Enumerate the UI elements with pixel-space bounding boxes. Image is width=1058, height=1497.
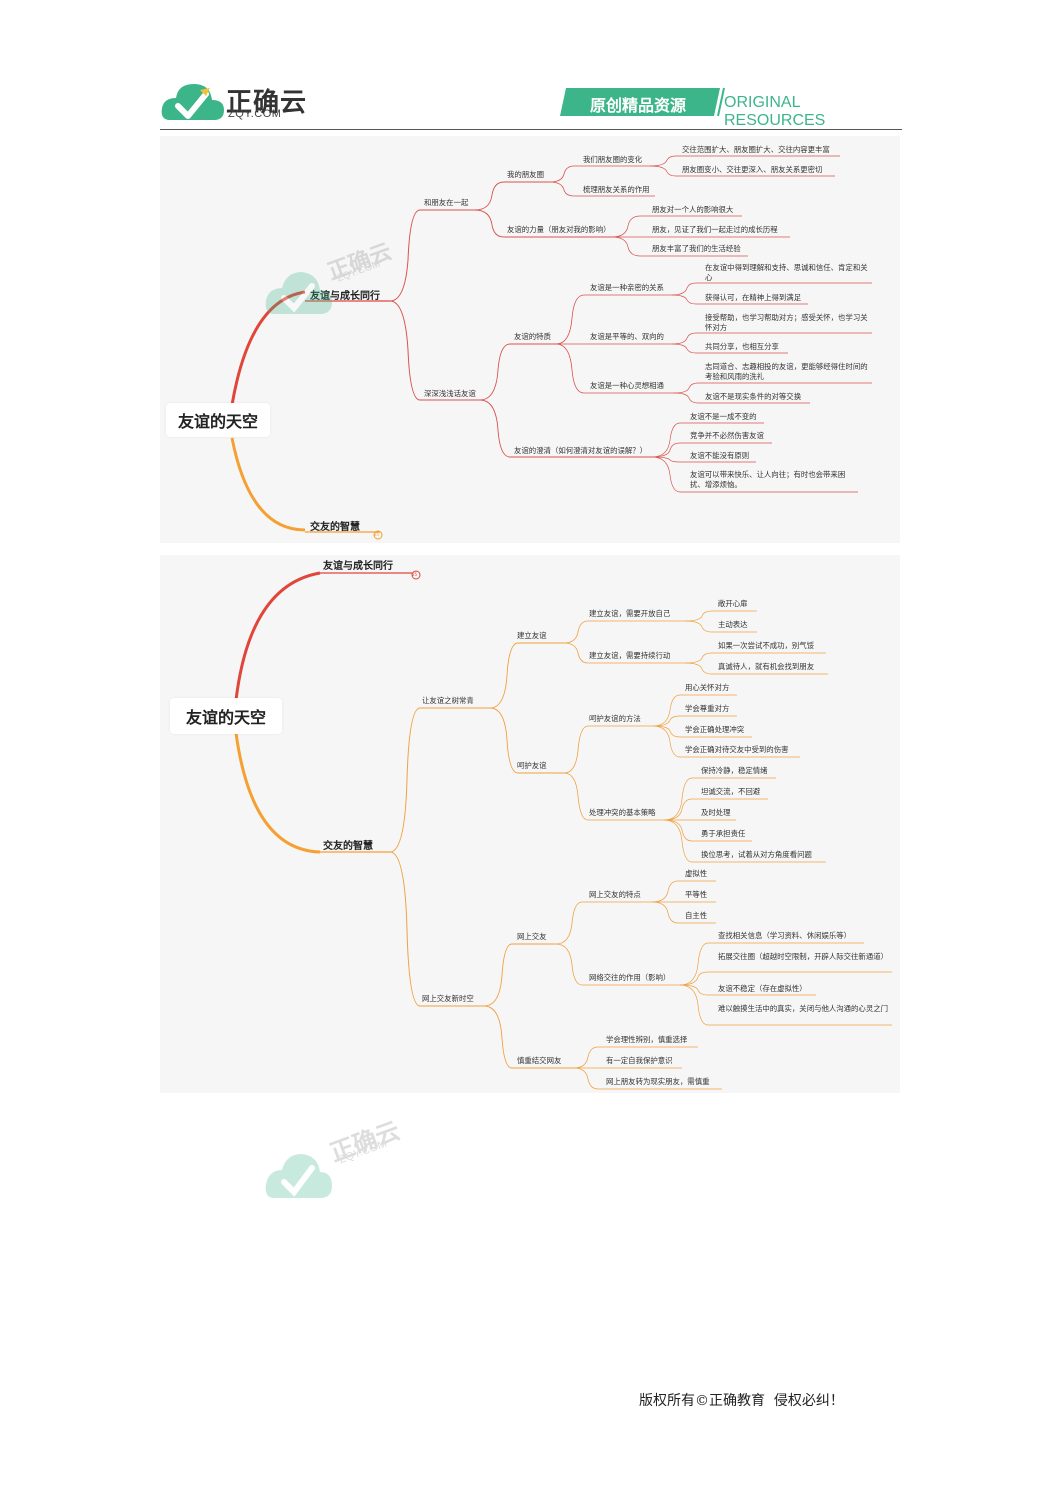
mindmap-node: 我的朋友圈: [507, 170, 544, 179]
logo-subtitle: ZQY.COM: [228, 108, 282, 120]
mindmap-node: 我们朋友圈的变化: [583, 155, 643, 164]
mindmap-node: 在友谊中得到理解和支持、思诚和信任、肯定和关心: [705, 263, 868, 282]
mindmap-node: 学会正确处理冲突: [685, 725, 745, 734]
mindmap-node: 友谊可以带来快乐、让人向往；有时也会带来困扰、增添烦恼。: [690, 470, 846, 489]
mindmap-node: 友谊不能没有原则: [690, 451, 750, 460]
root-node: 友谊的天空: [166, 403, 270, 437]
mindmap-node: 友谊的澄清（如何澄清对友谊的误解？）: [514, 446, 648, 455]
mindmap-node: 友谊不是一成不变的: [690, 412, 757, 421]
mindmap-node: 建立友谊，需要持续行动: [589, 651, 671, 660]
mindmap-node: 保持冷静，稳定情绪: [701, 766, 768, 775]
banner-title: 原创精品资源: [590, 96, 687, 115]
header-divider: [160, 129, 902, 130]
mindmap-node: 获得认可，在精神上得到满足: [705, 293, 802, 302]
mindmap-node: 朋友，见证了我们一起走过的成长历程: [652, 225, 778, 234]
mindmap-node: 友谊的力量（朋友对我的影响）: [507, 225, 611, 234]
watermark: 正确云 ZQY.COM: [264, 1110, 424, 1210]
mindmap-node: 用心关怀对方: [685, 683, 730, 692]
mindmap-node: 自主性: [685, 911, 708, 920]
mindmap-node: 学会尊重对方: [685, 704, 730, 713]
mindmap-node: 平等性: [685, 890, 708, 899]
collapsed-count-badge[interactable]: 25: [412, 572, 418, 577]
branch-node: 交友的智慧: [323, 841, 373, 852]
mindmap-node: 查找相关信息（学习资料、休闲娱乐等）: [718, 931, 852, 940]
mindmap-node: 坦诚交流，不回避: [701, 787, 761, 796]
mindmap-node: 建立友谊，需要开放自己: [589, 609, 671, 618]
mindmap-node: 呵护友谊的方法: [589, 714, 641, 723]
mindmap-node: 友谊是一种心灵想相通: [590, 381, 664, 390]
mindmap-node: 友谊不是现实条件的对等交换: [705, 392, 802, 401]
mindmap-node: 网上朋友转为现实朋友，需慎重: [606, 1077, 710, 1086]
logo-text: 正确云: [226, 88, 308, 118]
mindmap-node: 网上交友新时空: [422, 994, 474, 1003]
watermark-text: 正确云: [326, 1116, 404, 1168]
mindmap-node: 友谊是平等的、双向的: [590, 332, 664, 341]
mindmap-node: 友谊的特质: [514, 332, 551, 341]
mindmap-node: 接受帮助，也学习帮助对方；感受关怀，也学习关怀对方: [705, 313, 868, 332]
watermark-cloud-icon: [265, 1154, 332, 1198]
mindmap-node: 朋友丰富了我们的生活经验: [652, 244, 741, 253]
mindmap-node: 友谊不稳定（存在虚拟性）: [718, 984, 807, 993]
mindmap-node: 及时处理: [701, 808, 731, 817]
branch-node: 交友的智慧: [310, 522, 360, 533]
mindmap-node: 虚拟性: [685, 869, 708, 878]
mindmap-node: 主动表达: [718, 620, 748, 629]
collapsed-count-badge[interactable]: 25: [374, 532, 380, 537]
copyright-footer: 版权所有©正确教育 侵权必纠！: [639, 1393, 844, 1409]
watermark: 正确云 ZQY.COM: [264, 236, 424, 326]
mindmap-node: 共同分享，也相互分享: [705, 342, 779, 351]
mindmap-node: 有一定自我保护意识: [606, 1056, 673, 1065]
mindmap-node: 勇于承担责任: [701, 829, 746, 838]
header: 正确云 ZQY.COM 原创精品资源 ORIGINAL RESOURCES: [160, 76, 902, 130]
watermark-cloud-icon: [265, 272, 332, 314]
mindmap-2-lines: [234, 570, 892, 1090]
mindmap-node: 和朋友在一起: [424, 198, 469, 207]
mindmap-node: 梳理朋友关系的作用: [583, 185, 650, 194]
banner-english: ORIGINAL RESOURCES: [724, 94, 826, 129]
mindmap-node: 志同道合、志趣相投的友谊，更能够经得住时间的考验和风雨的洗礼: [705, 362, 868, 381]
mindmap-node: 难以触摸生活中的真实，关闭与他人沟通的心灵之门: [718, 1004, 888, 1013]
mindmap-node: 敞开心扉: [718, 599, 748, 608]
mindmap-node: 拓展交往圈（超越时空限制，开辟人际交往新通道）: [718, 952, 888, 961]
mindmap-node: 如果一次尝试不成功，别气馁: [718, 641, 815, 650]
mindmap-node: 交往范围扩大、朋友圈扩大、交往内容更丰富: [682, 145, 830, 154]
mindmap-node: 让友谊之树常青: [422, 696, 474, 705]
mindmap-node: 学会理性辨别，慎重选择: [606, 1035, 688, 1044]
mindmap-node: 朋友对一个人的影响很大: [652, 205, 734, 214]
watermark-text: 正确云: [324, 239, 396, 286]
banner-shape: [560, 87, 725, 117]
mindmap-node: 网络交往的作用（影响）: [589, 973, 671, 982]
branch-node: 友谊与成长同行: [323, 561, 393, 572]
mindmap-node: 处理冲突的基本策略: [589, 808, 656, 817]
mindmap-node: 慎重结交网友: [517, 1056, 562, 1065]
mindmap-node: 建立友谊: [517, 631, 547, 640]
mindmap-panel-2: [160, 555, 900, 1093]
mindmap-node: 真诚待人，就有机会找到朋友: [718, 662, 815, 671]
branch-node: 友谊与成长同行: [310, 291, 380, 302]
logo-cloud-icon: [161, 84, 224, 120]
mindmap-node: 学会正确对待交友中受到的伤害: [685, 745, 789, 754]
mindmap-node: 呵护友谊: [517, 761, 547, 770]
mindmap-node: 深深浅浅话友谊: [424, 389, 476, 398]
mindmap-node: 网上交友: [517, 932, 547, 941]
root-node: 友谊的天空: [170, 698, 282, 734]
mindmap-node: 网上交友的特点: [589, 890, 641, 899]
mindmap-node: 换位思考，试着从对方角度看问题: [701, 850, 812, 859]
mindmap-1-lines: [230, 155, 872, 540]
mindmap-node: 竞争并不必然伤害友谊: [690, 431, 764, 440]
mindmap-node: 朋友圈变小、交往更深入、朋友关系更密切: [682, 165, 823, 174]
mindmap-node: 友谊是一种亲密的关系: [590, 283, 664, 292]
mindmap-panel-1: [160, 136, 900, 543]
